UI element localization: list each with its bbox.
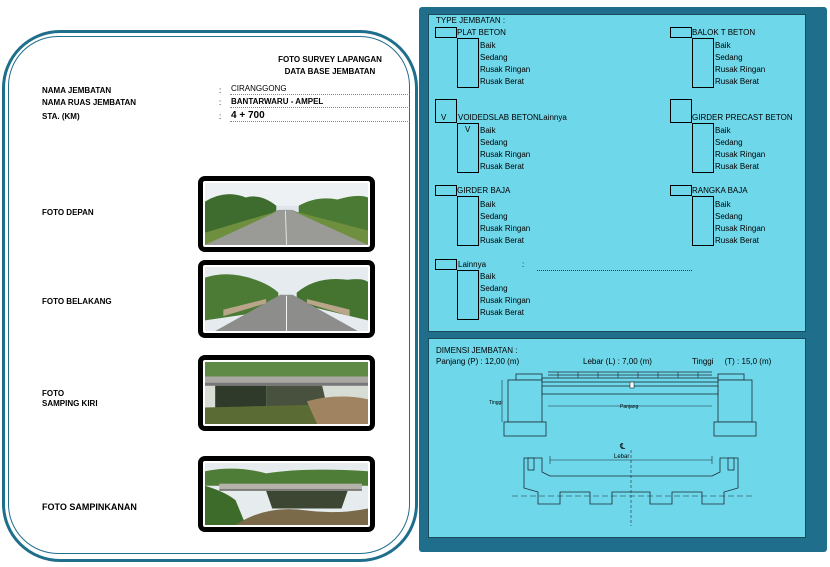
bridge-cross-section-drawing xyxy=(512,450,752,526)
condition-sedang: Sedang xyxy=(480,53,508,62)
condition-baik: Baik xyxy=(480,200,496,209)
type-mark-voidedslab: V xyxy=(441,113,447,122)
condition-baik: Baik xyxy=(480,272,496,281)
field-colon: : xyxy=(219,86,222,95)
condition-rusak-ringan: Rusak Ringan xyxy=(480,150,531,159)
condition-rusak-ringan: Rusak Ringan xyxy=(480,65,531,74)
type-label-lainnya: Lainnya xyxy=(458,260,487,269)
photo-label-sampinkanan: FOTO SAMPINKANAN xyxy=(42,502,137,512)
condition-rusak-ringan: Rusak Ringan xyxy=(480,296,531,305)
condition-box-stack xyxy=(457,270,479,320)
field-label-nama-ruas: NAMA RUAS JEMBATAN xyxy=(42,98,137,107)
bridge-elevation-drawing xyxy=(501,371,757,437)
type-colon-lainnya: : xyxy=(522,260,525,269)
condition-rusak-ringan: Rusak Ringan xyxy=(480,224,531,233)
condition-sedang: Sedang xyxy=(715,53,743,62)
type-label-rangka-baja: RANGKA BAJA xyxy=(692,186,748,195)
condition-rusak-ringan: Rusak Ringan xyxy=(715,65,766,74)
condition-sedang: Sedang xyxy=(480,212,508,221)
photo-samping-kiri xyxy=(203,360,370,426)
type-label-plat-beton: PLAT BETON xyxy=(457,28,506,37)
condition-baik: Baik xyxy=(715,200,731,209)
drawing-centerline-symbol: ℄ xyxy=(620,442,626,451)
field-colon: : xyxy=(219,98,222,107)
condition-sedang: Sedang xyxy=(715,212,743,221)
condition-box-stack xyxy=(692,38,714,88)
type-jembatan-heading: TYPE JEMBATAN : xyxy=(436,16,506,25)
condition-box-stack xyxy=(692,196,714,246)
condition-mark-baik: V xyxy=(465,125,471,134)
field-underline xyxy=(230,121,410,122)
photo-label-line-2: SAMPING KIRI xyxy=(42,399,98,408)
condition-rusak-berat: Rusak Berat xyxy=(480,236,525,245)
photo-frame-belakang xyxy=(198,260,375,338)
photo-label-depan: FOTO DEPAN xyxy=(42,208,94,217)
condition-baik: Baik xyxy=(480,126,496,135)
photo-frame-samping-kiri xyxy=(198,355,375,431)
photo-frame-sampinkanan xyxy=(198,456,375,532)
condition-box-stack xyxy=(692,123,714,173)
type-jembatan-panel xyxy=(428,14,806,332)
condition-baik: Baik xyxy=(480,41,496,50)
condition-box-stack xyxy=(457,196,479,246)
type-checkbox-voidedslab[interactable] xyxy=(435,99,457,123)
document-title-line-1: FOTO SURVEY LAPANGAN xyxy=(278,55,382,64)
condition-sedang: Sedang xyxy=(480,138,508,147)
document-title: FOTO SURVEY LAPANGAN DATA BASE JEMBATAN xyxy=(250,54,410,78)
condition-rusak-berat: Rusak Berat xyxy=(480,162,525,171)
photo-belakang xyxy=(203,265,370,333)
field-colon: : xyxy=(219,112,222,121)
type-checkbox-rangka-baja[interactable] xyxy=(670,185,692,196)
condition-rusak-berat: Rusak Berat xyxy=(480,77,525,86)
left-page-inner-border xyxy=(8,36,410,554)
field-underline xyxy=(230,107,410,108)
condition-sedang: Sedang xyxy=(715,138,743,147)
type-checkbox-plat-beton[interactable] xyxy=(435,27,457,38)
type-checkbox-balok-t-beton[interactable] xyxy=(670,27,692,38)
field-value-sta: 4 + 700 xyxy=(231,110,265,121)
photo-sampinkanan xyxy=(203,461,370,527)
condition-rusak-ringan: Rusak Ringan xyxy=(715,224,766,233)
field-underline xyxy=(230,94,410,95)
dimensi-heading: DIMENSI JEMBATAN : xyxy=(436,346,518,355)
photo-label-samping-kiri: FOTO SAMPING KIRI xyxy=(42,389,98,409)
condition-box-stack xyxy=(457,123,479,173)
drawing-label-lebar: Lebar xyxy=(614,454,630,460)
condition-sedang: Sedang xyxy=(480,284,508,293)
photo-label-belakang: FOTO BELAKANG xyxy=(42,297,112,306)
field-label-nama-jembatan: NAMA JEMBATAN xyxy=(42,86,112,95)
photo-label-line-1: FOTO xyxy=(42,389,65,398)
type-label-voidedslab: VOIDEDSLAB BETONLainnya xyxy=(458,113,567,122)
document-title-line-2: DATA BASE JEMBATAN xyxy=(284,67,376,76)
condition-rusak-berat: Rusak Berat xyxy=(480,308,525,317)
condition-rusak-ringan: Rusak Ringan xyxy=(715,150,766,159)
dimensi-jembatan-panel xyxy=(428,338,806,538)
type-label-girder-baja: GIRDER BAJA xyxy=(457,186,511,195)
type-checkbox-girder-baja[interactable] xyxy=(435,185,457,196)
photo-frame-depan xyxy=(198,176,375,252)
photo-depan xyxy=(203,181,370,247)
field-label-sta: STA. (KM) xyxy=(42,112,80,121)
type-checkbox-girder-precast[interactable] xyxy=(670,99,692,123)
condition-baik: Baik xyxy=(715,126,731,135)
type-checkbox-lainnya[interactable] xyxy=(435,259,457,270)
condition-rusak-berat: Rusak Berat xyxy=(715,236,760,245)
dimensi-tinggi: Tinggi (T) : 15,0 (m) xyxy=(692,357,772,366)
condition-box-stack xyxy=(457,38,479,88)
dimensi-panjang: Panjang (P) : 12,00 (m) xyxy=(436,357,520,366)
dimensi-lebar: Lebar (L) : 7,00 (m) xyxy=(583,357,652,366)
type-label-balok-t-beton: BALOK T BETON xyxy=(692,28,756,37)
lainnya-input-line[interactable] xyxy=(537,270,692,271)
field-value-nama-jembatan: CIRANGGONG xyxy=(231,84,287,93)
type-label-girder-precast: GIRDER PRECAST BETON xyxy=(692,113,793,122)
drawing-label-panjang: Panjang xyxy=(620,404,639,410)
field-value-nama-ruas: BANTARWARU - AMPEL xyxy=(231,97,324,106)
drawing-label-tinggi: Tinggi xyxy=(489,400,503,406)
condition-rusak-berat: Rusak Berat xyxy=(715,162,760,171)
condition-rusak-berat: Rusak Berat xyxy=(715,77,760,86)
condition-baik: Baik xyxy=(715,41,731,50)
